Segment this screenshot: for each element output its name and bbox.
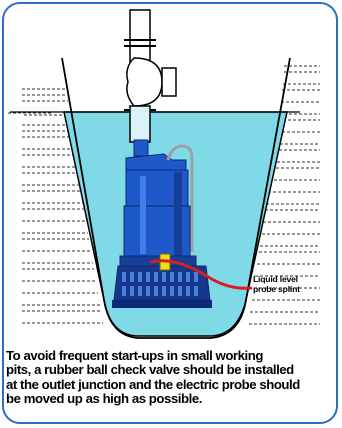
pump-neck: [134, 140, 148, 156]
pipe-lower: [130, 106, 150, 142]
pump-base: [112, 300, 212, 308]
probe-label-line-1: Liquid level: [253, 274, 300, 284]
probe-label: Liquid level probe splint: [253, 274, 300, 294]
pump-shadow: [174, 172, 182, 256]
check-valve-cap: [162, 68, 176, 96]
caption-line-4: be moved up as high as possible.: [6, 392, 340, 406]
caption-line-1: To avoid frequent start-ups in small wor…: [6, 349, 340, 363]
caption-line-3: at the outlet junction and the electric …: [6, 378, 340, 392]
probe-label-line-2: probe splint: [253, 284, 300, 294]
caption-line-2: pits, a rubber ball check valve should b…: [6, 363, 340, 377]
caption: To avoid frequent start-ups in small wor…: [6, 349, 340, 407]
pump-highlight: [140, 176, 146, 254]
check-valve-body: [127, 58, 162, 106]
